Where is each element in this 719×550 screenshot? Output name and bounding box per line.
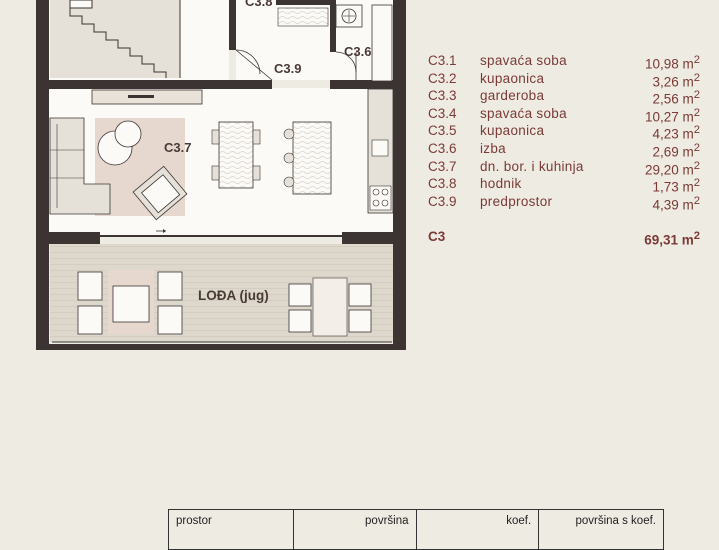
legend-unit-exponent: 2 bbox=[693, 141, 700, 154]
legend-row: C3.6 izba 2,69 m2 bbox=[428, 140, 700, 160]
floor-plan: C3.8 C3.9 C3.6 C3.7 LOĐA (jug) bbox=[36, 0, 406, 350]
area-table: prostor površina koef. površina s koef. bbox=[168, 509, 664, 550]
legend-code: C3.1 bbox=[428, 53, 457, 68]
column-header-space: prostor bbox=[168, 509, 294, 550]
legend-unit-exponent: 2 bbox=[693, 159, 700, 172]
legend-unit-exponent: 2 bbox=[693, 230, 700, 243]
legend-code: C3.6 bbox=[428, 140, 457, 156]
legend-total-area: 69,31 m bbox=[644, 232, 694, 248]
legend-unit-exponent: 2 bbox=[693, 54, 700, 66]
legend-area: 10,98 m bbox=[644, 56, 694, 72]
column-header-coefficient: koef. bbox=[415, 509, 540, 550]
legend-row: C3.8 hodnik 1,73 m2 bbox=[428, 175, 700, 195]
legend-unit-exponent: 2 bbox=[693, 89, 700, 102]
staircase bbox=[50, 0, 181, 78]
legend-code: C3.9 bbox=[428, 193, 457, 209]
armchair bbox=[132, 165, 188, 221]
legend-row: C3.9 predprostor 4,39 m2 bbox=[428, 193, 700, 213]
legend-area: 2,56 m bbox=[652, 91, 694, 107]
sofa bbox=[49, 117, 111, 215]
legend-row: C3.2 kupaonica 3,26 m2 bbox=[428, 70, 700, 90]
column-header-area: površina bbox=[292, 509, 417, 550]
legend-code: C3.3 bbox=[428, 88, 457, 104]
room-label-c36: C3.6 bbox=[344, 44, 371, 59]
legend-row: C3.5 kupaonica 4,23 m2 bbox=[428, 122, 700, 142]
legend-unit-exponent: 2 bbox=[693, 177, 700, 190]
column-header-area-with-coefficient: površina s koef. bbox=[538, 509, 664, 550]
legend-area: 3,26 m bbox=[652, 74, 694, 90]
room-label-loggia: LOĐA (jug) bbox=[198, 288, 269, 303]
legend-area: 1,73 m bbox=[652, 179, 694, 195]
table-header-row: prostor površina koef. površina s koef. bbox=[168, 509, 664, 550]
legend-unit-exponent: 2 bbox=[693, 106, 700, 119]
cooktop-icon bbox=[372, 188, 380, 196]
room-label-c39: C3.9 bbox=[274, 61, 301, 76]
legend-name: spavaća soba bbox=[480, 53, 567, 68]
legend-name: izba bbox=[480, 140, 506, 156]
kitchen-island bbox=[283, 121, 332, 195]
room-label-c37: C3.7 bbox=[164, 140, 191, 155]
legend-name: hodnik bbox=[480, 176, 522, 192]
legend-unit-exponent: 2 bbox=[693, 124, 700, 137]
legend-code: C3.5 bbox=[428, 123, 457, 139]
legend-name: spavaća soba bbox=[480, 105, 567, 121]
legend-unit-exponent: 2 bbox=[693, 71, 700, 84]
dining-table bbox=[211, 121, 261, 189]
legend-total-code: C3 bbox=[428, 229, 446, 245]
loggia-lounge bbox=[77, 270, 183, 335]
room-legend: C3.1 spavaća soba 10,98 m2 C3.2 kupaonic… bbox=[428, 52, 700, 248]
legend-row: C3.1 spavaća soba 10,98 m2 bbox=[428, 52, 700, 72]
legend-row: C3.4 spavaća soba 10,27 m2 bbox=[428, 105, 700, 125]
legend-area: 4,39 m bbox=[652, 197, 694, 213]
legend-code: C3.7 bbox=[428, 158, 457, 174]
legend-row: C3.7 dn. bor. i kuhinja 29,20 m2 bbox=[428, 158, 700, 178]
kitchen-counter bbox=[367, 88, 394, 214]
legend-area: 2,69 m bbox=[652, 144, 694, 160]
loggia-dining-set bbox=[288, 277, 372, 337]
room-label-c38: C3.8 bbox=[245, 0, 272, 9]
legend-name: predprostor bbox=[480, 193, 553, 209]
legend-name: kupaonica bbox=[480, 70, 545, 86]
walls bbox=[36, 0, 406, 350]
legend-code: C3.2 bbox=[428, 70, 457, 86]
legend-unit-exponent: 2 bbox=[693, 194, 700, 207]
legend-name: dn. bor. i kuhinja bbox=[480, 158, 584, 174]
legend-row: C3.3 garderoba 2,56 m2 bbox=[428, 87, 700, 107]
legend-area: 29,20 m bbox=[644, 162, 694, 178]
legend-name: garderoba bbox=[480, 88, 545, 104]
legend-code: C3.4 bbox=[428, 105, 457, 121]
legend-area: 4,23 m bbox=[652, 126, 694, 142]
legend-code: C3.8 bbox=[428, 176, 457, 192]
legend-name: kupaonica bbox=[480, 123, 545, 139]
legend-total-row: C3 69,31 m2 bbox=[428, 228, 700, 248]
legend-area: 10,27 m bbox=[644, 109, 694, 125]
boiler-icon bbox=[341, 8, 357, 24]
